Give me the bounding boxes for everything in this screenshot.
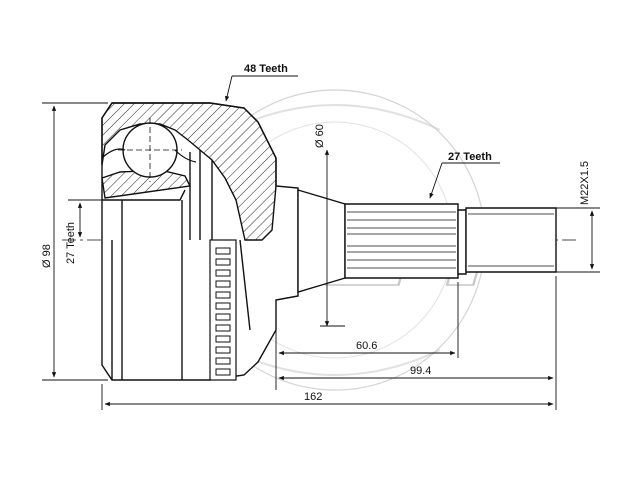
leader-teeth-outer [225, 75, 298, 102]
label-teeth-spline: 27 Teeth [448, 151, 492, 163]
abs-slot [215, 313, 231, 321]
label-teeth-inner: 27 Teeth [65, 222, 77, 264]
label-length-spline: 60.6 [356, 340, 377, 352]
ball [101, 118, 197, 182]
leader-teeth-spline [429, 162, 500, 199]
dim-length-stub [278, 276, 557, 410]
label-diameter-mid: Ø 60 [314, 124, 326, 148]
label-length-total: 162 [304, 391, 322, 403]
dim-length-total [101, 384, 554, 410]
stub-shaft [297, 189, 557, 293]
dim-thread [556, 207, 600, 273]
dim-teeth-inner [68, 199, 125, 238]
abs-slot [215, 291, 231, 299]
dim-diameter-mid [320, 149, 345, 327]
abs-slot [215, 335, 231, 343]
abs-slot [215, 302, 231, 310]
label-teeth-outer: 48 Teeth [244, 63, 288, 75]
abs-slot [215, 357, 231, 365]
label-diameter-outer: Ø 98 [41, 244, 53, 268]
abs-slot [215, 269, 231, 277]
thread [468, 213, 554, 267]
dim-length-spline [275, 282, 459, 390]
label-thread: M22X1.5 [579, 161, 591, 205]
spline-teeth [347, 211, 456, 269]
dim-diameter-outer [42, 102, 108, 381]
abs-slot [215, 324, 231, 332]
abs-slot [215, 368, 231, 376]
abs-slot [215, 346, 231, 354]
abs-slot [215, 258, 231, 266]
label-length-stub: 99.4 [410, 365, 431, 377]
abs-slot [215, 247, 231, 255]
abs-slot [215, 280, 231, 288]
abs-ring [209, 239, 237, 381]
